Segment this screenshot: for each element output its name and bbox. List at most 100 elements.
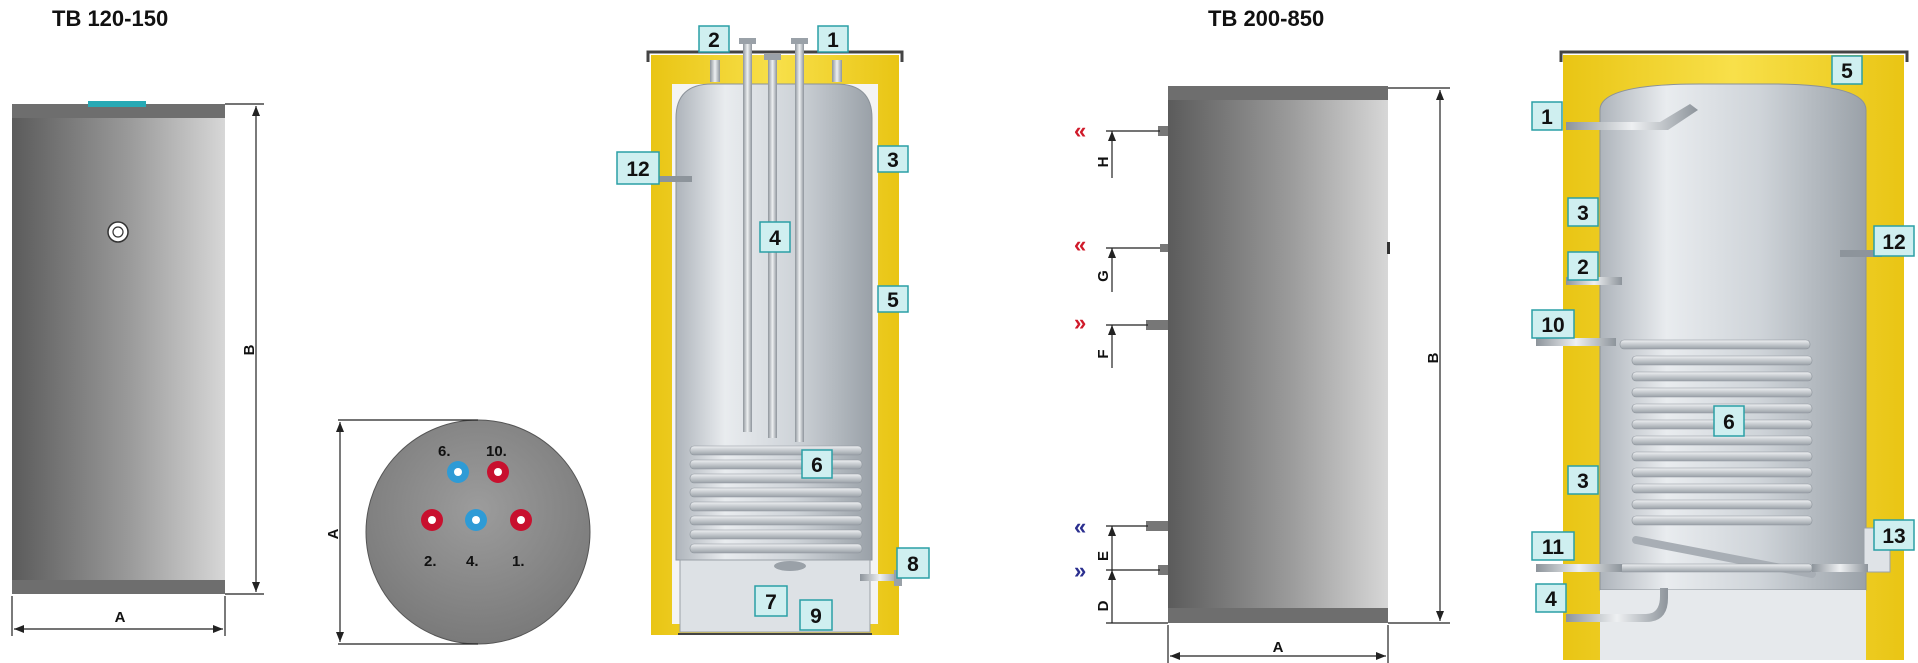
title-tb-200-850: TB 200-850 — [1208, 6, 1325, 31]
svg-text:5: 5 — [887, 289, 899, 312]
svg-text:5: 5 — [1841, 60, 1853, 83]
dim-e-label: E — [1095, 551, 1112, 561]
flow-marker-e: « — [1074, 514, 1086, 539]
connector-d — [1158, 565, 1168, 575]
label-1: 1 — [817, 25, 849, 53]
tank-jacket — [1168, 100, 1388, 608]
svg-text:12: 12 — [1882, 231, 1905, 254]
sensor-12 — [656, 176, 692, 182]
dim-h-label: H — [1095, 157, 1112, 168]
connector-label-10: 10. — [486, 443, 507, 460]
pipe-1 — [795, 42, 804, 442]
dim-f-label: F — [1095, 349, 1112, 358]
label-9: 9 — [799, 599, 833, 631]
svg-text:3: 3 — [1577, 202, 1589, 225]
label-4: 4 — [759, 221, 791, 253]
svg-text:4: 4 — [1545, 588, 1557, 611]
cover-top — [646, 50, 904, 62]
svg-text:13: 13 — [1882, 525, 1905, 548]
pipe-2 — [743, 42, 752, 432]
label-10: 10 — [1531, 309, 1575, 339]
connector-label-6: 6. — [438, 443, 451, 460]
connector-g — [1160, 244, 1168, 252]
flow-marker-h: « — [1074, 118, 1086, 143]
pipe-1-top — [832, 60, 842, 82]
tb120-cutaway: 2 1 12 3 4 5 6 8 7 9 — [616, 25, 930, 635]
svg-text:12: 12 — [626, 158, 649, 181]
label-11: 11 — [1531, 531, 1575, 561]
flow-marker-f: » — [1074, 310, 1086, 335]
dim-d-label: D — [1095, 600, 1112, 611]
svg-text:11: 11 — [1542, 536, 1565, 559]
connector-e — [1146, 521, 1168, 531]
top-cap — [12, 104, 225, 118]
label-3a: 3 — [1567, 197, 1599, 227]
label-6: 6 — [1713, 405, 1745, 437]
tank-base — [1600, 590, 1866, 660]
svg-text:6: 6 — [811, 454, 823, 477]
pipe-2-top — [710, 60, 720, 82]
label-8: 8 — [896, 547, 930, 579]
tb120-top-view: 6. 10. 2. 4. 1. A — [325, 419, 591, 645]
tb200-side-view: H G F E D « « » « » — [1074, 86, 1450, 663]
svg-text:2: 2 — [708, 29, 720, 52]
pipe-4 — [1566, 588, 1668, 622]
label-6: 6 — [801, 449, 833, 479]
svg-text:3: 3 — [887, 149, 899, 172]
dim-a3-label: A — [1273, 639, 1284, 656]
label-12: 12 — [616, 151, 660, 185]
tank-jacket — [12, 118, 225, 580]
tank-shell — [1599, 83, 1867, 591]
sensor-12 — [1840, 250, 1882, 257]
connector-f — [1146, 320, 1168, 330]
dim-b-label: B — [241, 344, 258, 355]
svg-text:9: 9 — [810, 605, 822, 628]
pipe-11 — [1536, 564, 1622, 572]
tb120-side-view: B A — [11, 101, 264, 636]
connector-label-4: 4. — [466, 553, 479, 570]
label-3b: 3 — [1567, 465, 1599, 495]
connector-label-1: 1. — [512, 553, 525, 570]
pipe-2 — [1566, 277, 1622, 285]
svg-text:2: 2 — [1577, 256, 1589, 279]
bottom-cap — [1168, 608, 1388, 623]
top-vent — [88, 101, 146, 107]
top-disc — [365, 419, 591, 645]
connector-label-2: 2. — [424, 553, 437, 570]
pipe-1 — [1566, 104, 1698, 130]
label-4: 4 — [1535, 583, 1567, 613]
pipe-10 — [1536, 338, 1616, 346]
dim-a2-label: A — [325, 528, 342, 539]
bottom-cap — [12, 580, 225, 594]
tb200-cutaway: 5 1 3 12 2 10 6 3 13 11 4 — [1531, 50, 1915, 660]
svg-text:7: 7 — [765, 591, 777, 614]
dim-a-label: A — [115, 609, 126, 626]
outlet-8 — [860, 574, 900, 581]
label-13: 13 — [1873, 519, 1915, 551]
flow-marker-g: « — [1074, 232, 1086, 257]
title-tb-120-150: TB 120-150 — [52, 6, 169, 31]
label-2: 2 — [698, 25, 730, 53]
heating-coil — [689, 445, 863, 554]
top-cap — [1168, 86, 1388, 100]
label-5: 5 — [877, 285, 909, 313]
cover-top — [1559, 50, 1909, 62]
label-12: 12 — [1873, 225, 1915, 257]
svg-text:1: 1 — [827, 29, 839, 52]
svg-text:3: 3 — [1577, 470, 1589, 493]
label-5: 5 — [1831, 55, 1863, 85]
dim-g-label: G — [1095, 270, 1112, 282]
dim-b2-label: B — [1425, 352, 1442, 363]
label-3: 3 — [877, 145, 909, 173]
connector-h — [1158, 126, 1168, 136]
label-2: 2 — [1567, 251, 1599, 281]
label-7: 7 — [754, 585, 788, 617]
thermometer-dial — [112, 226, 124, 238]
flow-marker-d: » — [1074, 558, 1086, 583]
svg-text:1: 1 — [1541, 106, 1553, 129]
label-1: 1 — [1531, 101, 1563, 131]
svg-text:4: 4 — [769, 227, 781, 250]
svg-text:8: 8 — [907, 553, 919, 576]
svg-text:6: 6 — [1723, 411, 1735, 434]
